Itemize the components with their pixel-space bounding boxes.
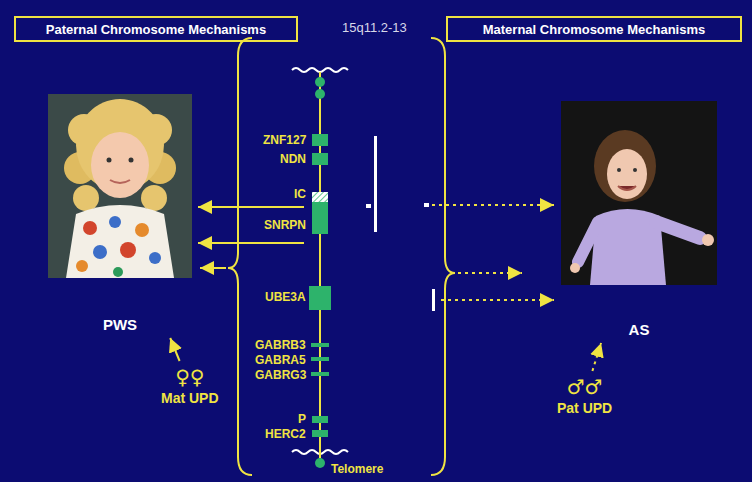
gene-arrows — [432, 204, 554, 206]
as-photo — [561, 101, 717, 285]
pws-photo — [110, 180, 130, 183]
chromosome — [311, 343, 329, 347]
gene-arrows — [198, 206, 304, 208]
as-photo — [561, 101, 717, 285]
node-label: Maternal Chromosome Mechanisms — [483, 22, 706, 37]
pws-photo — [93, 245, 107, 259]
brackets — [228, 38, 455, 475]
gene-label: GABRG3 — [255, 368, 306, 382]
header-box: Paternal Chromosome Mechanisms — [14, 16, 298, 42]
imprint-marks — [374, 136, 377, 232]
gene-label: UBE3A — [265, 290, 306, 304]
gene-label: GABRB3 — [255, 338, 306, 352]
pws-photo — [66, 205, 174, 278]
chromosome — [292, 68, 348, 72]
pws-photo — [91, 132, 149, 198]
pws-photo — [48, 94, 192, 278]
pws-photo — [113, 267, 123, 277]
chromosome — [319, 72, 321, 458]
gene-label: P — [298, 412, 306, 426]
gene-arrows — [458, 272, 522, 274]
gene-arrows — [198, 242, 304, 244]
as-photo — [607, 149, 647, 199]
imprint-marks — [424, 203, 429, 207]
chromosome — [312, 430, 328, 437]
chromosome — [315, 458, 325, 468]
chromosome — [312, 134, 328, 146]
chromosome — [309, 286, 331, 310]
brackets — [431, 38, 455, 475]
gene-label: Telomere — [331, 462, 383, 476]
pws-photo — [149, 252, 161, 264]
band-label: 15q11.2-13 — [342, 20, 407, 36]
arrow-connector — [170, 338, 179, 361]
pws-photo — [135, 223, 149, 237]
chromosome — [292, 68, 348, 468]
node-label: Pat UPD — [557, 399, 612, 417]
pws-photo — [76, 260, 88, 272]
photo-panel: AS — [561, 101, 717, 341]
header-box: Maternal Chromosome Mechanisms — [446, 16, 742, 42]
node-label: Paternal Chromosome Mechanisms — [46, 22, 266, 37]
pws-photo — [48, 94, 192, 278]
pws-photo — [129, 158, 134, 163]
as-photo — [618, 186, 636, 190]
gene-arrows — [441, 299, 554, 301]
pws-photo — [83, 221, 97, 235]
as-photo — [617, 168, 621, 172]
as-photo — [702, 234, 714, 246]
gene-label: NDN — [280, 152, 306, 166]
node-label: AS — [629, 321, 650, 339]
gene-arrows — [198, 205, 554, 300]
chromosome — [312, 153, 328, 165]
gene-label: HERC2 — [265, 427, 306, 441]
brackets — [228, 38, 252, 475]
gene-label: GABRA5 — [255, 353, 306, 367]
sex-symbols: ♂♂ — [567, 375, 603, 399]
gene-label: SNRPN — [264, 218, 306, 232]
photo-panel: PWS — [48, 94, 192, 336]
upd-label: ♀♀Mat UPD — [157, 363, 223, 409]
upd-label: ♂♂Pat UPD — [553, 373, 616, 419]
chromosome — [312, 416, 328, 423]
imprint-marks — [366, 204, 371, 208]
pws-photo — [107, 158, 112, 163]
pws-photo — [120, 242, 136, 258]
imprint-marks — [366, 136, 435, 311]
sex-symbols: ♀♀ — [175, 365, 204, 389]
as-photo — [570, 263, 580, 273]
pws-photo — [141, 185, 167, 211]
pws-photo — [109, 216, 121, 228]
gene-label: ZNF127 — [263, 133, 306, 147]
as-photo — [578, 222, 598, 262]
chromosome — [315, 77, 325, 87]
chromosome — [315, 89, 325, 99]
gene-arrows — [200, 267, 226, 269]
chromosome — [312, 202, 328, 234]
chromosome — [312, 192, 328, 202]
chromosome — [311, 372, 329, 376]
node-label: PWS — [103, 316, 137, 334]
node-label: Mat UPD — [161, 389, 219, 407]
arrow-connector — [592, 343, 601, 371]
gene-label: IC — [294, 187, 306, 201]
imprint-marks — [432, 289, 435, 311]
chromosome — [311, 357, 329, 361]
as-photo — [594, 130, 656, 202]
pws-photo — [73, 185, 99, 211]
as-photo — [656, 222, 700, 238]
as-photo — [633, 168, 637, 172]
